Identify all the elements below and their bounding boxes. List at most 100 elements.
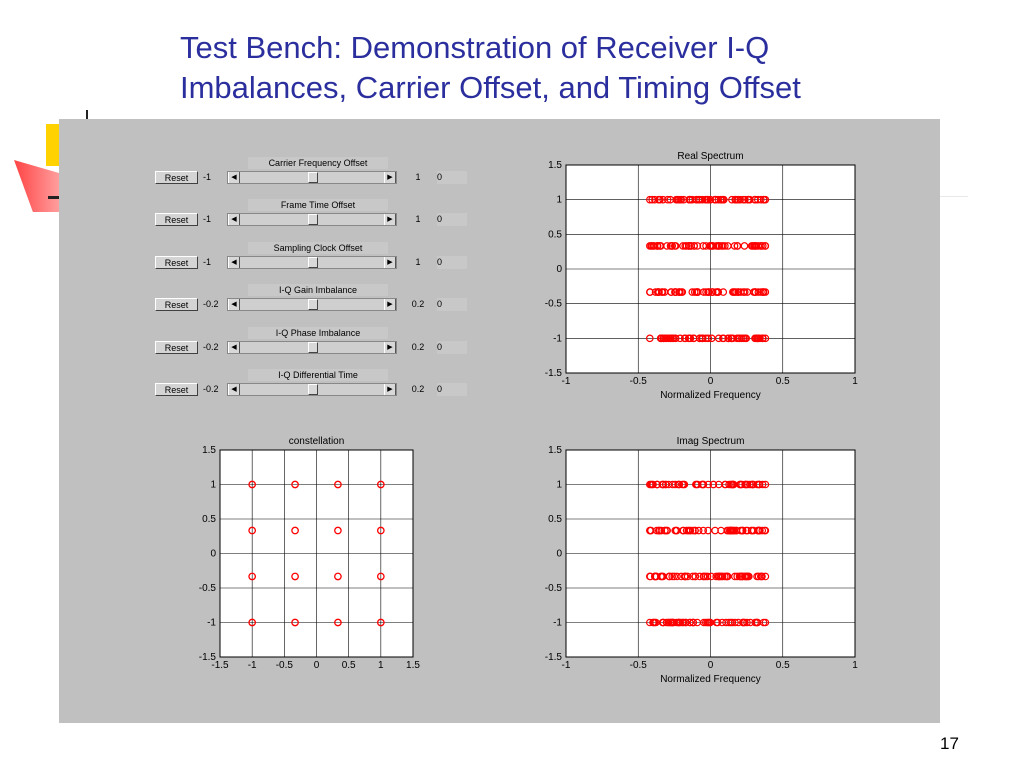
data-point	[671, 480, 680, 489]
decorative-divider	[938, 196, 968, 197]
reset-button[interactable]: Reset	[155, 213, 198, 226]
slider-left-arrow-icon[interactable]: ◀	[228, 257, 240, 268]
data-point	[673, 572, 681, 581]
x-tick-label: 0	[708, 376, 714, 387]
slide-title-line-2: Imbalances, Carrier Offset, and Timing O…	[180, 70, 801, 105]
reset-button[interactable]: Reset	[155, 256, 198, 269]
data-point	[698, 480, 706, 489]
data-point	[663, 195, 672, 204]
frame-time-offset-slider[interactable]: ◀ ▶	[227, 213, 397, 226]
slide-title: Test Bench: Demonstration of Receiver I-…	[180, 28, 960, 108]
data-point	[678, 618, 687, 627]
data-point	[761, 242, 770, 250]
data-point	[679, 195, 688, 204]
data-point	[712, 618, 721, 627]
slider-max-label: 1	[415, 257, 421, 267]
data-point	[334, 572, 342, 581]
slider-min-label: -0.2	[203, 299, 219, 309]
x-tick-label: 0	[314, 660, 320, 671]
data-point	[665, 572, 673, 581]
slider-left-arrow-icon[interactable]: ◀	[228, 384, 240, 395]
data-point	[739, 195, 748, 204]
x-tick-label: -0.5	[630, 660, 648, 671]
data-point	[676, 195, 684, 204]
slider-left-arrow-icon[interactable]: ◀	[228, 299, 240, 310]
data-point	[723, 526, 731, 535]
data-point	[291, 526, 299, 535]
x-tick-label: 1	[378, 660, 384, 671]
slider-right-arrow-icon[interactable]: ▶	[384, 172, 396, 183]
slider-left-arrow-icon[interactable]: ◀	[228, 214, 240, 225]
y-tick-label: 0	[210, 549, 216, 560]
slider-right-arrow-icon[interactable]: ▶	[384, 342, 396, 353]
slider-thumb[interactable]	[308, 257, 318, 268]
data-point	[708, 288, 716, 296]
data-point	[661, 480, 670, 489]
data-point	[657, 242, 665, 250]
y-tick-label: 1	[556, 195, 562, 206]
sampling-clock-offset-slider[interactable]: ◀ ▶	[227, 256, 397, 269]
iq-phase-imbalance-slider[interactable]: ◀ ▶	[227, 341, 397, 354]
data-point	[655, 526, 664, 535]
x-tick-label: 1.5	[406, 660, 420, 671]
data-point	[679, 526, 688, 535]
slider-thumb[interactable]	[308, 172, 318, 183]
slider-min-label: -1	[203, 257, 212, 267]
data-point	[676, 288, 684, 296]
data-point	[714, 480, 723, 489]
control-row-iq-gain-imbalance: I-Q Gain Imbalance Reset -0.2 ◀ ▶ 0.2 0	[155, 284, 475, 324]
data-point	[731, 618, 739, 627]
control-row-iq-differential-time: I-Q Differential Time Reset -0.2 ◀ ▶ 0.2…	[155, 369, 475, 409]
slider-thumb[interactable]	[308, 384, 318, 395]
control-title: I-Q Gain Imbalance	[248, 284, 388, 296]
data-point	[672, 195, 680, 204]
data-point	[722, 618, 730, 627]
data-point	[652, 572, 660, 581]
control-title: I-Q Differential Time	[248, 369, 388, 381]
slider-thumb[interactable]	[308, 214, 318, 225]
data-point	[689, 334, 698, 343]
slider-thumb[interactable]	[308, 342, 318, 353]
slider-min-label: -0.2	[203, 342, 219, 352]
reset-button[interactable]: Reset	[155, 341, 198, 354]
y-tick-label: 1	[556, 480, 562, 491]
data-point	[652, 618, 660, 627]
y-tick-label: 0.5	[548, 514, 562, 525]
slider-value-display: 0	[437, 341, 467, 354]
data-point	[709, 480, 718, 489]
data-point	[707, 572, 716, 581]
data-point	[683, 572, 692, 581]
data-point	[739, 618, 748, 627]
iq-gain-imbalance-slider[interactable]: ◀ ▶	[227, 298, 397, 311]
data-point	[334, 526, 342, 535]
control-title: Sampling Clock Offset	[248, 242, 388, 254]
reset-button[interactable]: Reset	[155, 171, 198, 184]
slider-left-arrow-icon[interactable]: ◀	[228, 342, 240, 353]
data-point	[719, 195, 728, 204]
y-tick-label: -1	[553, 618, 562, 629]
data-point	[656, 334, 665, 343]
slider-right-arrow-icon[interactable]: ▶	[384, 299, 396, 310]
data-point	[731, 195, 739, 204]
data-point	[689, 618, 698, 627]
slider-left-arrow-icon[interactable]: ◀	[228, 172, 240, 183]
slider-right-arrow-icon[interactable]: ▶	[384, 214, 396, 225]
data-point	[761, 618, 770, 627]
data-point	[751, 195, 759, 204]
reset-button[interactable]: Reset	[155, 383, 198, 396]
y-tick-label: 1	[210, 480, 216, 491]
carrier-frequency-offset-slider[interactable]: ◀ ▶	[227, 171, 397, 184]
slider-thumb[interactable]	[308, 299, 318, 310]
slider-right-arrow-icon[interactable]: ▶	[384, 257, 396, 268]
data-point	[756, 572, 765, 581]
slider-right-arrow-icon[interactable]: ▶	[384, 384, 396, 395]
data-point	[653, 242, 662, 250]
y-tick-label: 1.5	[548, 445, 562, 456]
iq-differential-time-slider[interactable]: ◀ ▶	[227, 383, 397, 396]
data-point	[702, 242, 710, 250]
data-point	[685, 195, 694, 204]
data-point	[646, 334, 654, 343]
reset-button[interactable]: Reset	[155, 298, 198, 311]
decorative-tick	[86, 110, 88, 122]
